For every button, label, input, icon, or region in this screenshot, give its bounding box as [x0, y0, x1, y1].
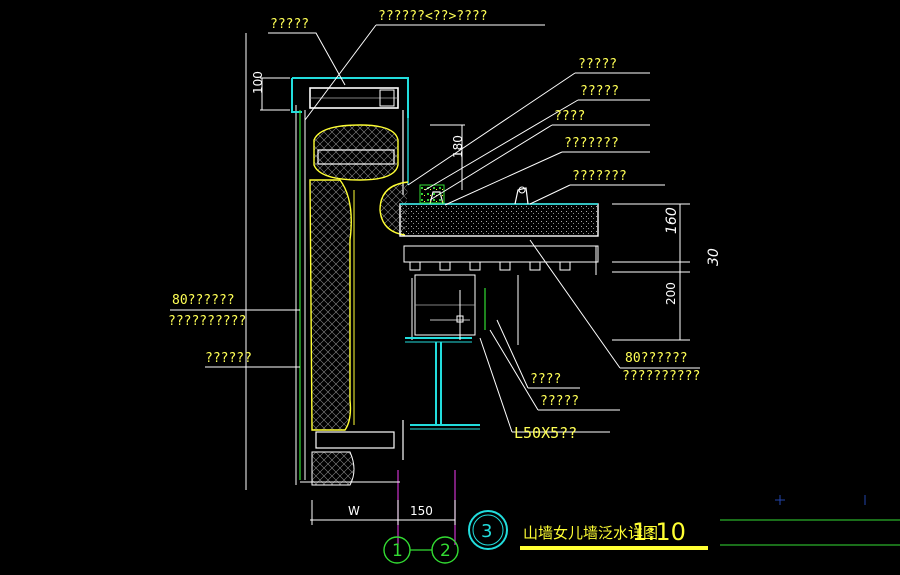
roof-panel — [379, 181, 599, 345]
annotations: ????? ??????<??>???? ????? ????? ???? ??… — [168, 9, 700, 442]
dim-30: 30 — [706, 248, 722, 266]
detail-scale: 1:10 — [632, 518, 686, 546]
axis-bubble-2 — [431, 536, 459, 564]
label-bottom-2: ????? — [540, 394, 579, 409]
dim-100: 100 — [251, 71, 265, 94]
detail-number: 3 — [481, 521, 492, 542]
detail-number-circle — [468, 510, 508, 550]
grid-marks — [775, 495, 866, 505]
dim-w: W — [348, 504, 360, 518]
label-right-3: ???? — [554, 109, 585, 124]
detail-title-block: 3 山墙女儿墙泛水详图 1:10 — [468, 510, 900, 550]
axis-label-2: 2 — [440, 541, 451, 561]
label-left-2: ?????? — [205, 351, 252, 366]
parapet-wall — [291, 77, 409, 486]
label-bottom-3: L50X5?? — [514, 424, 577, 442]
axis-markers: 1 2 — [383, 536, 459, 564]
label-right-5: ??????? — [572, 169, 627, 184]
leader-lines — [170, 24, 700, 433]
label-left-1a: 80?????? — [172, 293, 235, 308]
label-right-4: ??????? — [564, 136, 619, 151]
axis-label-1: 1 — [392, 541, 403, 561]
detail-title-text: 山墙女儿墙泛水详图 — [523, 524, 658, 542]
label-right-6b: ?????????? — [622, 369, 700, 384]
label-bottom-1: ???? — [530, 372, 561, 387]
dim-180: 180 — [451, 135, 465, 158]
label-top-center: ??????<??>???? — [378, 9, 488, 24]
steel-column — [405, 290, 480, 430]
title-underline — [520, 546, 708, 550]
dim-200: 200 — [664, 282, 678, 305]
dim-160: 160 — [664, 207, 680, 234]
label-right-2: ????? — [580, 84, 619, 99]
dimension-texts: 100 180 160 30 200 W 150 — [251, 71, 722, 518]
label-left-1b: ?????????? — [168, 314, 246, 329]
label-right-6a: 80?????? — [625, 351, 688, 366]
label-right-1: ????? — [578, 57, 617, 72]
dim-150: 150 — [410, 504, 433, 518]
label-top-left: ????? — [270, 17, 309, 32]
dimension-lines — [260, 77, 690, 525]
